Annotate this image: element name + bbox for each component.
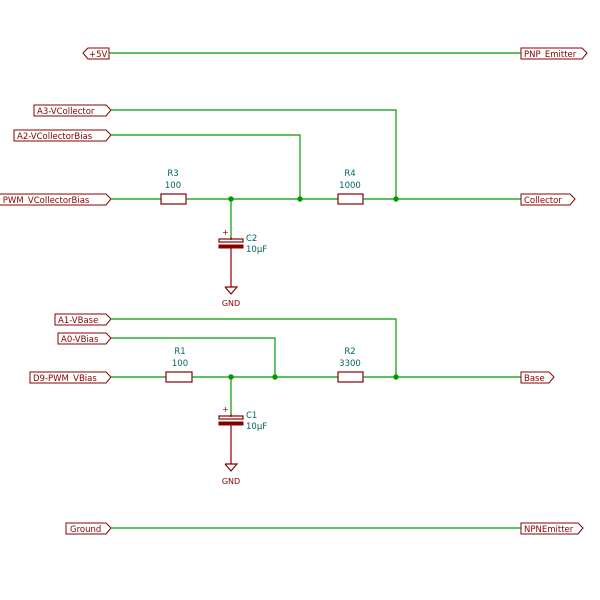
wire-a2-vcollectorbias bbox=[111, 134, 301, 199]
capacitor-c2-plate-neg[interactable] bbox=[218, 244, 244, 249]
capacitor-c1-plate-neg[interactable] bbox=[218, 421, 244, 426]
label-base-box[interactable] bbox=[520, 371, 555, 384]
c2-value: 10µF bbox=[246, 245, 267, 255]
wire-a3-vcollector bbox=[111, 109, 397, 199]
label-a3-vcollector: A3-VCollector bbox=[37, 107, 95, 117]
r3-ref: R3 bbox=[167, 169, 178, 179]
label-d-pwm-vcollectorbias: D_PWM_VCollectorBias bbox=[0, 196, 90, 206]
r2-ref: R2 bbox=[344, 347, 355, 357]
gnd-symbol-bottom bbox=[224, 463, 239, 472]
resistor-r1[interactable] bbox=[165, 371, 193, 383]
capacitor-c2-plate-pos[interactable] bbox=[218, 238, 244, 243]
label-a1-vbase-box[interactable] bbox=[54, 313, 112, 326]
c1-polarity: + bbox=[222, 405, 229, 414]
label-plus5v: +5V bbox=[89, 50, 108, 60]
label-d-pwm-vcollectorbias-box[interactable] bbox=[0, 193, 112, 206]
label-npn-emitter: NPNEmitter bbox=[524, 525, 574, 535]
collector-section: A3-VCollector A2-VCollectorBias D_PWM_VC… bbox=[0, 104, 576, 308]
label-a2-vcollectorbias-box[interactable] bbox=[13, 129, 112, 142]
label-ground-box[interactable] bbox=[65, 522, 112, 535]
junction-a2 bbox=[297, 196, 303, 202]
label-npn-emitter-box[interactable] bbox=[520, 522, 584, 535]
resistor-r4[interactable] bbox=[337, 193, 364, 205]
label-a2-vcollectorbias: A2-VCollectorBias bbox=[17, 132, 93, 142]
label-d9-pwm-vbias: D9-PWM_VBias bbox=[33, 374, 97, 384]
label-collector: Collector bbox=[524, 196, 562, 206]
gnd-symbol-top bbox=[224, 286, 239, 295]
label-collector-box[interactable] bbox=[520, 193, 576, 206]
r4-value: 1000 bbox=[339, 181, 361, 191]
net-plus5v: +5V PNP_Emitter bbox=[82, 47, 588, 60]
label-pnp-emitter-box[interactable] bbox=[520, 47, 588, 60]
label-a3-vcollector-box[interactable] bbox=[33, 104, 112, 117]
c1-value: 10µF bbox=[246, 422, 267, 432]
junction-a3 bbox=[393, 196, 399, 202]
wire-a0-vbias bbox=[111, 337, 276, 377]
r4-ref: R4 bbox=[344, 169, 355, 179]
c2-ref: C2 bbox=[246, 234, 257, 244]
c1-ref: C1 bbox=[246, 411, 257, 421]
r1-value: 100 bbox=[172, 359, 188, 369]
junction-a1 bbox=[393, 374, 399, 380]
gnd-top-label: GND bbox=[222, 299, 240, 308]
label-ground: Ground bbox=[70, 525, 101, 535]
r1-ref: R1 bbox=[174, 347, 185, 357]
r3-value: 100 bbox=[165, 181, 181, 191]
base-section: A1-VBase A0-VBias D9-PWM_VBias R1 100 R2… bbox=[29, 313, 555, 486]
capacitor-c1-plate-pos[interactable] bbox=[218, 415, 244, 420]
r2-value: 3300 bbox=[339, 359, 361, 369]
label-a0-vbias-box[interactable] bbox=[57, 332, 112, 345]
wire-a1-vbase bbox=[111, 318, 397, 377]
label-a1-vbase: A1-VBase bbox=[58, 316, 98, 326]
label-pnp-emitter: PNP_Emitter bbox=[524, 50, 577, 60]
net-ground: Ground NPNEmitter bbox=[65, 522, 584, 535]
label-d9-pwm-vbias-box[interactable] bbox=[29, 371, 112, 384]
resistor-r3[interactable] bbox=[160, 193, 187, 205]
label-base: Base bbox=[524, 374, 545, 384]
junction-a0 bbox=[272, 374, 278, 380]
label-a0-vbias: A0-VBias bbox=[61, 335, 99, 345]
gnd-bottom-label: GND bbox=[222, 477, 240, 486]
resistor-r2[interactable] bbox=[337, 371, 364, 383]
c2-polarity: + bbox=[222, 228, 229, 237]
